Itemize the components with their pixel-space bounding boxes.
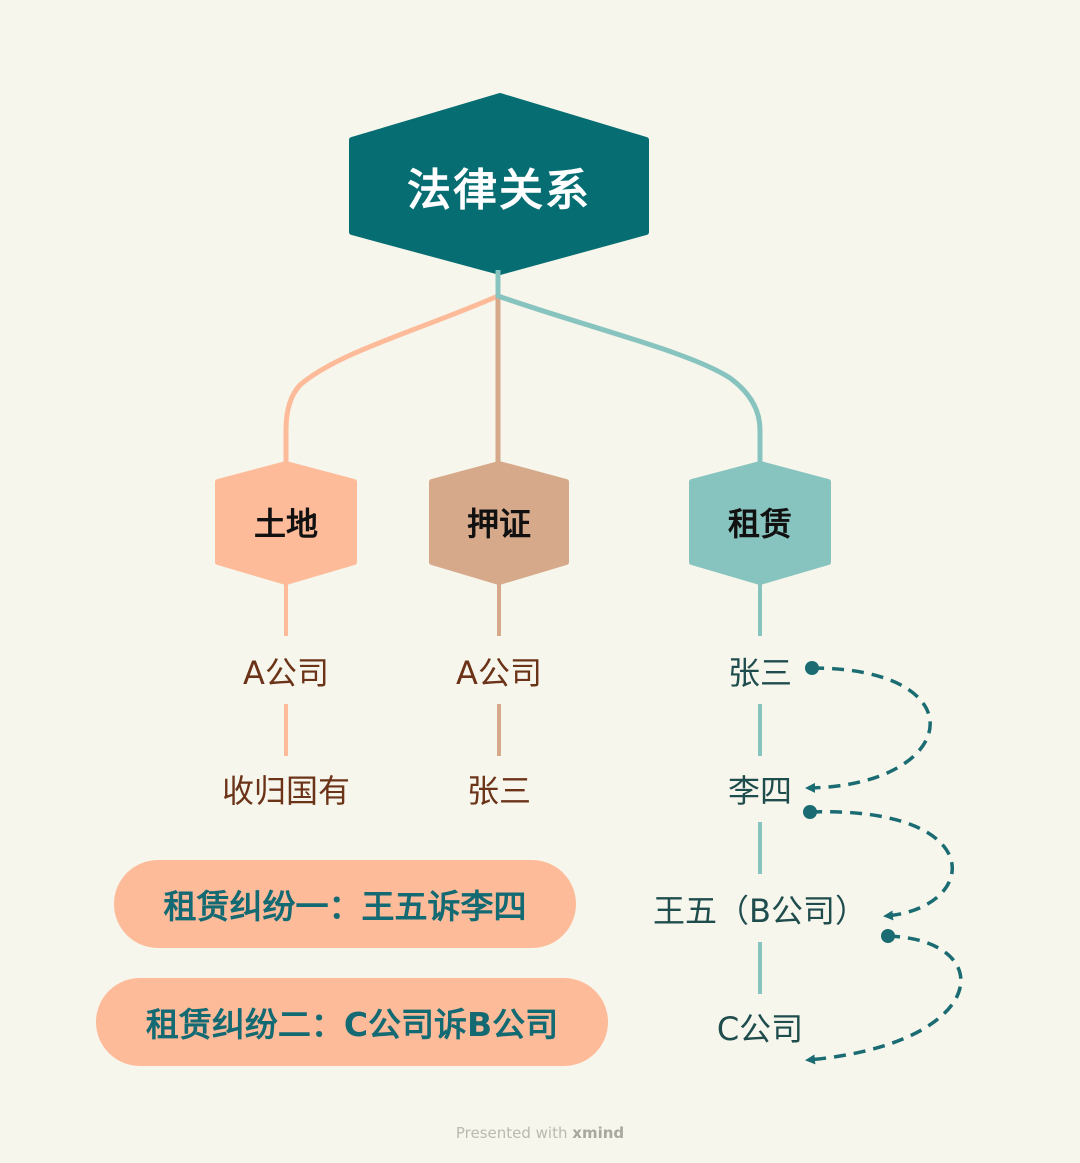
category-label-pledge: 押证 [466, 505, 531, 543]
relation-arrow-1 [805, 666, 932, 793]
category-node-land[interactable]: 土地 [218, 482, 354, 562]
category-shape-lease [689, 461, 831, 585]
category-node-lease[interactable]: 租赁 [692, 482, 828, 562]
category-shape-pledge [429, 461, 569, 585]
relation-arrow-2 [809, 810, 954, 921]
leaf-lease-3[interactable]: 王五（B公司） [653, 892, 867, 930]
leaf-lease-4[interactable]: C公司 [716, 1010, 804, 1048]
branch-lease [497, 293, 763, 466]
relation-arrow-3 [805, 934, 963, 1065]
root-label: 法律关系 [407, 165, 591, 216]
leaf-pledge-1[interactable]: A公司 [456, 654, 542, 692]
xmind-logo: xmind [572, 1124, 625, 1142]
dispute-pill-1[interactable]: 租赁纠纷一：王五诉李四 [114, 860, 576, 948]
category-shape-land [215, 461, 357, 585]
dispute-label-2: 租赁纠纷二：C公司诉B公司 [145, 1005, 559, 1044]
leaf-land-1[interactable]: A公司 [243, 654, 329, 692]
root-shape [349, 93, 649, 275]
footer-prefix: Presented with [455, 1124, 568, 1142]
leaf-land-2[interactable]: 收归国有 [221, 772, 350, 810]
root-node[interactable]: 法律关系 [352, 140, 646, 232]
dispute-pill-2[interactable]: 租赁纠纷二：C公司诉B公司 [96, 978, 608, 1066]
category-label-land: 土地 [253, 505, 318, 543]
branch-land [283, 293, 499, 466]
category-label-lease: 租赁 [727, 505, 792, 543]
dispute-label-1: 租赁纠纷一：王五诉李四 [163, 887, 527, 926]
footer-credit: Presented with xmind [0, 1124, 1080, 1142]
leaf-lease-1[interactable]: 张三 [727, 654, 792, 692]
leaf-pledge-2[interactable]: 张三 [466, 772, 531, 810]
category-node-pledge[interactable]: 押证 [432, 482, 566, 562]
leaf-lease-2[interactable]: 李四 [727, 772, 792, 810]
